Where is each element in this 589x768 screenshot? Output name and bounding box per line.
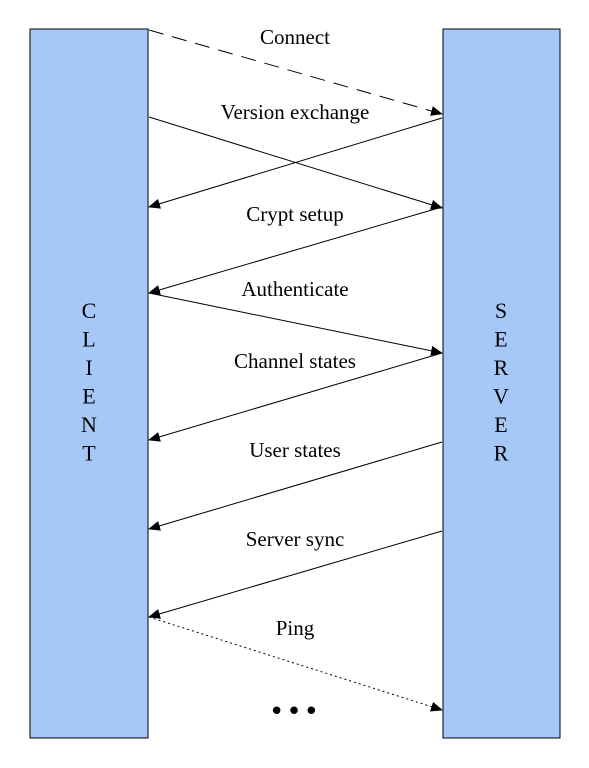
message-label-5: Authenticate xyxy=(241,277,348,301)
message-label-6: Channel states xyxy=(234,349,356,373)
message-arrow-7 xyxy=(148,441,443,531)
message-arrow-5 xyxy=(148,292,443,356)
message-arrow-6 xyxy=(148,352,443,442)
message-arrow-4 xyxy=(148,206,443,295)
message-arrow-8 xyxy=(148,530,443,619)
message-arrow-9 xyxy=(148,616,443,712)
message-label-7: User states xyxy=(249,438,341,462)
client-column xyxy=(29,28,149,739)
message-label-2: Version exchange xyxy=(221,100,370,124)
server-column xyxy=(442,28,561,739)
message-arrow-3 xyxy=(148,117,443,209)
message-label-4: Crypt setup xyxy=(246,202,343,226)
message-label-9: Ping xyxy=(276,616,315,640)
continuation-ellipsis: ••• xyxy=(269,697,321,727)
message-label-1: Connect xyxy=(260,25,330,49)
message-arrows xyxy=(148,29,443,712)
message-label-8: Server sync xyxy=(246,527,345,551)
message-arrow-1 xyxy=(148,29,443,116)
